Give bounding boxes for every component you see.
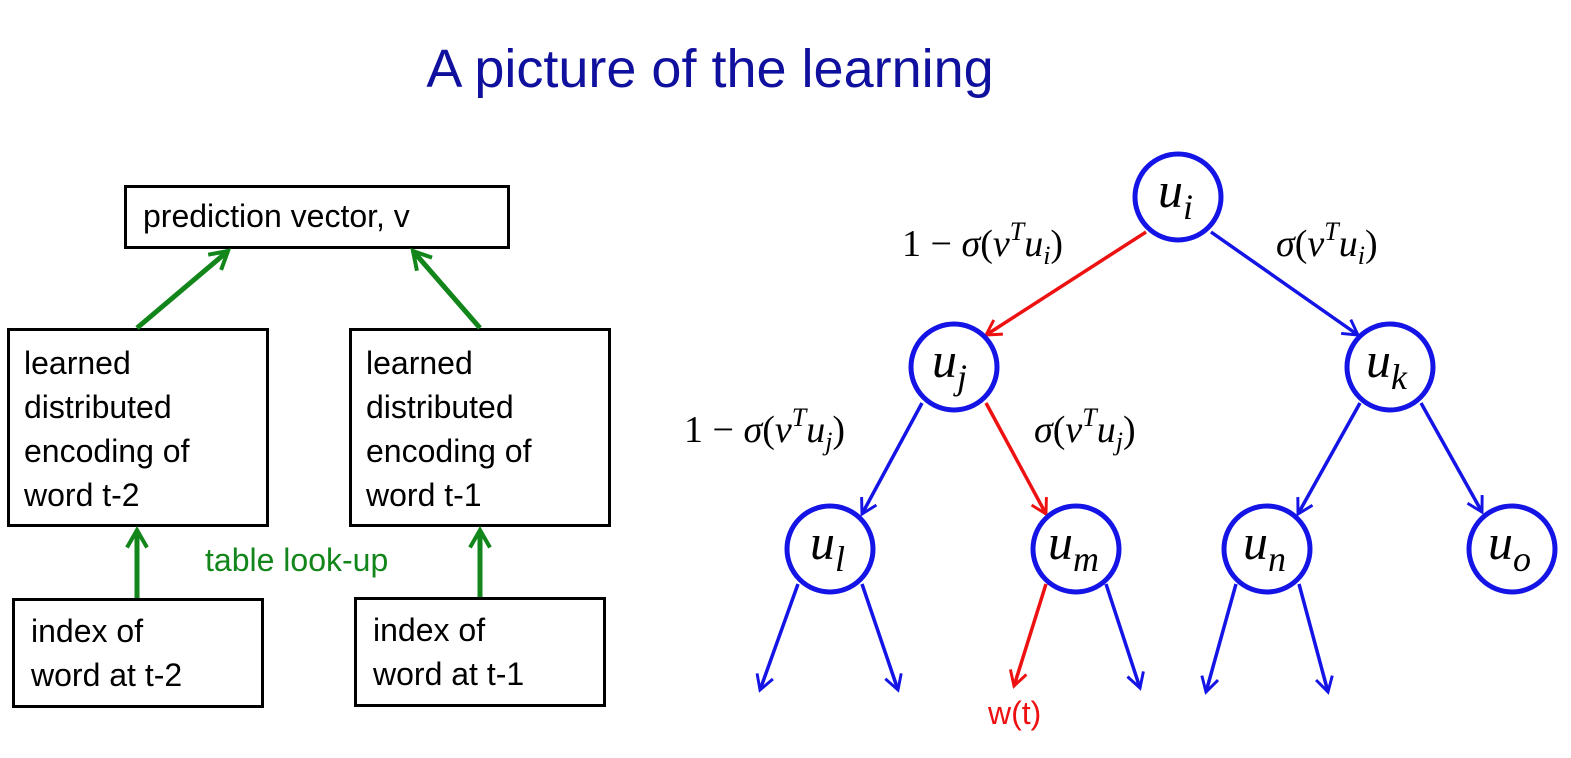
edge-l-leaf1 xyxy=(755,583,800,693)
label-left-of-uj: 1 − σ(vTuj) xyxy=(684,403,845,456)
edge-i-j xyxy=(983,230,1147,337)
label-left-of-ui: 1 − σ(vTui) xyxy=(902,217,1063,270)
index-line: index of xyxy=(31,613,144,649)
node-circle-o xyxy=(1466,503,1558,595)
encoding-box-t-2: learned distributed encoding of word t-2 xyxy=(7,328,269,527)
encoding-line: learned xyxy=(24,345,131,381)
node-label-m: um xyxy=(1048,514,1099,579)
page-title: A picture of the learning xyxy=(426,39,994,99)
edge-j-l xyxy=(860,402,924,517)
node-label-l: ul xyxy=(810,514,845,579)
node-label-j: uj xyxy=(932,332,967,397)
encoding-line: word t-1 xyxy=(366,477,482,513)
index-box-t-1: index of word at t-1 xyxy=(354,597,606,707)
encoding-line: distributed xyxy=(366,389,514,425)
tree-nodes xyxy=(784,151,1558,595)
encoding-line: encoding of xyxy=(24,433,190,469)
node-circle-k xyxy=(1344,321,1436,413)
label-right-of-ui: σ(vTui) xyxy=(1276,217,1378,270)
encoding-line: word t-2 xyxy=(24,477,140,513)
node-label-o: uo xyxy=(1488,514,1531,579)
arrow-enc-left-to-prediction xyxy=(135,248,232,330)
edge-i-k xyxy=(1209,230,1361,337)
node-labels: ui uj uk ul um un uo xyxy=(810,162,1531,579)
green-arrows xyxy=(125,247,492,598)
table-lookup-label: table look-up xyxy=(205,542,389,578)
label-right-of-uj: σ(vTuj) xyxy=(1034,403,1136,456)
edge-labels: 1 − σ(vTui) σ(vTui) 1 − σ(vTuj) σ(vTuj) xyxy=(684,217,1378,456)
edge-k-o xyxy=(1419,402,1484,515)
edge-m-leaf xyxy=(1104,583,1145,691)
edge-l-leaf2 xyxy=(860,583,903,693)
encoding-line: learned xyxy=(366,345,473,381)
encoding-line: distributed xyxy=(24,389,172,425)
index-line: word at t-2 xyxy=(31,657,183,693)
node-circle-l xyxy=(784,503,876,595)
arrow-enc-right-to-prediction xyxy=(410,247,482,330)
prediction-vector-box: prediction vector, v xyxy=(124,185,510,249)
edge-k-n xyxy=(1296,402,1362,517)
edge-n-leaf1 xyxy=(1200,583,1238,695)
index-box-t-2: index of word at t-2 xyxy=(12,598,264,708)
encoding-line: encoding of xyxy=(366,433,532,469)
edge-n-leaf2 xyxy=(1297,583,1334,695)
target-word-label: w(t) xyxy=(987,695,1041,731)
index-line: index of xyxy=(373,612,486,648)
node-circle-m xyxy=(1030,503,1122,595)
node-label-i: ui xyxy=(1158,162,1193,227)
node-circle-i xyxy=(1132,151,1224,243)
tree-edges xyxy=(755,230,1484,695)
edge-j-m xyxy=(984,402,1048,517)
edge-m-target xyxy=(1008,583,1048,689)
index-line: word at t-1 xyxy=(373,656,525,692)
prediction-vector-label: prediction vector, v xyxy=(143,198,410,234)
node-circle-n xyxy=(1221,503,1313,595)
node-circle-j xyxy=(908,321,1000,413)
node-label-n: un xyxy=(1243,514,1286,579)
encoding-box-t-1: learned distributed encoding of word t-1 xyxy=(349,328,611,527)
node-label-k: uk xyxy=(1366,332,1408,397)
